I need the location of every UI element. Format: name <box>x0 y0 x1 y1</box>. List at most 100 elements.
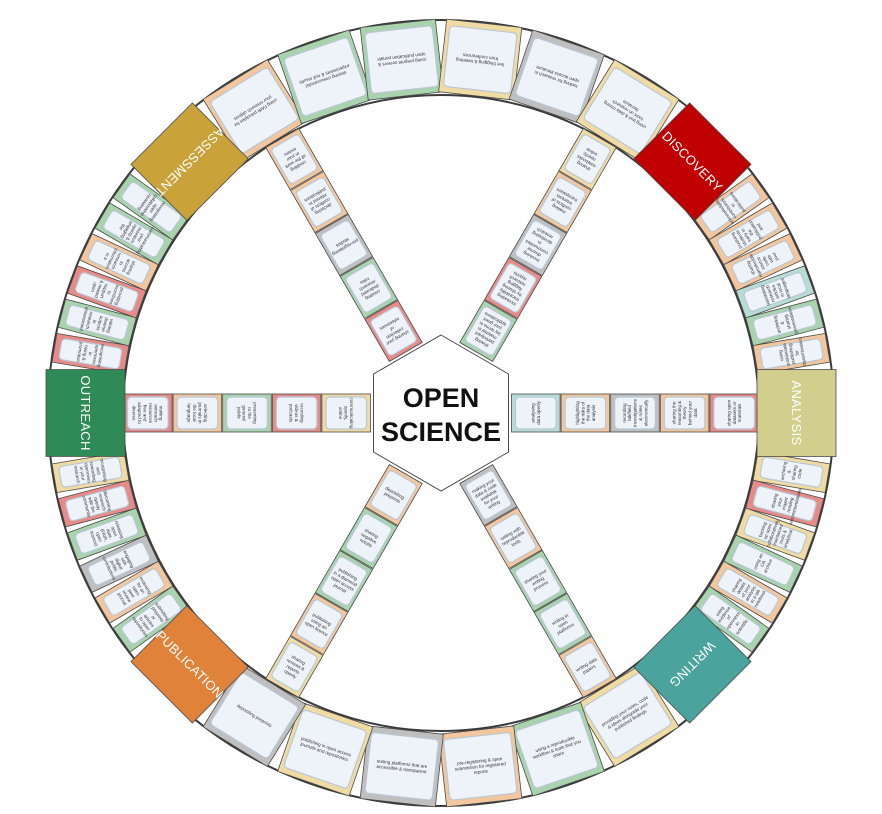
spoke-tile-card <box>539 599 586 649</box>
ring-tile-card <box>121 181 182 233</box>
ring-tile-card <box>443 25 518 94</box>
spoke-tile-text: highlightingthe risks ofthe dataanalysis <box>575 401 596 425</box>
spoke-tile: writing withreproducibletools <box>484 506 543 570</box>
ring-tile-text: translatingresearcharticlesin locallangu… <box>759 277 791 307</box>
ring-tile: translatingresearcharticlesin locallangu… <box>735 265 816 319</box>
ring-tile: archiving&sharingcode <box>752 451 831 494</box>
ring-tile-card <box>759 338 824 370</box>
ring-tile: reviewingfor anopenpeerreviewjournal <box>94 560 174 624</box>
ring-tile-card <box>283 37 367 117</box>
ring-tile-text: testing platforms that areaccessible & t… <box>376 758 428 774</box>
ring-tile-card <box>731 240 795 285</box>
center-title-line2: SCIENCE <box>381 417 501 447</box>
center-title-line1: OPEN <box>403 383 480 413</box>
ring-tile-card <box>75 514 139 554</box>
ring-tile-card <box>700 593 761 645</box>
spoke-tile: recordinglab/fieldinvestigations& notese… <box>610 393 660 433</box>
spoke-tile-text: writing withreproducibletools <box>498 525 528 552</box>
ring-tile: archiving&sharingpresentations <box>745 298 825 347</box>
corner-label: OUTREACH <box>78 375 93 450</box>
ring-tile: depositing preprints <box>202 664 307 768</box>
spoke-tile: pre-registeringstudies <box>314 213 374 277</box>
ring-tile-text: sharingreproduciblesourcecodewithyour <box>743 244 783 281</box>
spoke-tile: increasingtraceabilityby sharingflagging… <box>484 256 543 320</box>
ring-tile-card <box>121 593 182 645</box>
ring-tile-card <box>743 514 807 554</box>
corner-analysis: ANALYSIS <box>756 369 837 457</box>
spoke-tile-card <box>345 513 392 563</box>
spoke-tile: selectingjournals inthe locallanguage <box>172 393 223 433</box>
spoke-tile-text: recordinglab/fieldinvestigations& notese… <box>622 398 649 427</box>
corner-label: ANALYSIS <box>789 380 804 445</box>
ring-tile: using text & data miningtools on researc… <box>575 58 680 162</box>
spoke-tile: publishingusing anopen licence <box>290 592 349 656</box>
spoke-tile: making yourdata & codeavailablefor yourw… <box>459 464 518 527</box>
corner-outreach: OUTREACH <box>45 369 126 457</box>
spoke-tile-card <box>465 470 512 520</box>
spoke-tile: recordingvideos &podcasts <box>271 393 322 433</box>
corner-bg <box>633 102 752 221</box>
ring-tile: using anOAarchive <box>723 534 803 593</box>
corner-bg <box>45 369 126 457</box>
ring-tile: sharingdetailsof youranalysisin a labnot… <box>708 560 788 624</box>
spoke-tile: involvingdiversecommunitiesindevelopingr… <box>508 213 568 277</box>
spoke-tile-card <box>275 396 318 430</box>
corner-assessment: ASSESSMENT <box>130 102 249 221</box>
ring-tile: backingup opencollaborativelymaintainedt… <box>735 507 816 561</box>
corner-bg <box>756 369 837 457</box>
spoke-tile-text: selectingjournals inthe locallanguage <box>187 402 208 424</box>
spoke-tile-card <box>271 134 318 184</box>
ring-tile: sharing unsuccessfulexperiments & null r… <box>277 29 374 125</box>
center-hexagon <box>373 334 509 492</box>
spoke-tile-card <box>663 396 706 430</box>
ring-tile-card <box>752 485 817 522</box>
spoke-tile-text: makingoutreachresourcesfree andadapted t… <box>132 402 164 424</box>
spoke-tile-text: recordingvideos &podcasts <box>289 403 305 423</box>
ring-tile-card <box>103 210 165 258</box>
ring-tile: submittingpreprintsorarticlesto openrepo… <box>112 585 191 653</box>
spoke-tile: analysingdata openly <box>511 393 561 433</box>
spoke-tile-card <box>564 134 611 184</box>
spoke-tile-text: sharingparticipantmaterial inlay terms i… <box>469 311 507 351</box>
spoke-tracks: sharingnotebooksopenly,onlinemakingconfl… <box>123 127 759 699</box>
ring-tile-card <box>364 732 439 801</box>
spoke-tile-card <box>614 396 656 430</box>
ring-tile-card <box>283 709 367 789</box>
ring-tile: using a reproducibleworkflow & tools tha… <box>508 701 605 797</box>
corner-publication: PUBLICATION <box>130 605 249 724</box>
category-spaces: DISCOVERYANALYSISWRITINGPUBLICATIONOUTRE… <box>45 102 837 724</box>
ring-tile: discussingresearchopenlywith thecommunit… <box>57 479 137 528</box>
ring-tile: usingevidenceofopennessinscientific <box>691 585 770 653</box>
spoke-tile-card <box>325 396 368 430</box>
spoke-tile-text: making yourdata & codeavailablefor yourw… <box>471 477 506 513</box>
ring-tile-text: usingsustainablepublishingfordisseminati… <box>776 337 807 370</box>
ring-tile-card <box>752 304 817 341</box>
corner-bg <box>633 605 752 724</box>
ring-tile-card <box>515 37 599 117</box>
spoke-tile: creditingall the workin yourreview <box>265 127 324 191</box>
spoke-tile: presentingto thegeneralpublic <box>222 393 272 433</box>
ring-tile-card <box>583 67 672 154</box>
spoke-tile-card <box>296 599 343 649</box>
spoke-tile: sharing yourwritingprocess <box>508 549 568 613</box>
spoke-tile: sharing thereasoning &theorybehind yourd… <box>659 393 710 433</box>
spoke-tile-card <box>564 396 607 430</box>
spoke-tile: writing datapapers <box>558 635 617 699</box>
ring-tile: recognisingopencollaborativereviewing <box>112 173 191 241</box>
spoke-tile: declaringconflicts ofinterest inpublicat… <box>290 170 349 234</box>
spoke-tile-card <box>226 396 268 430</box>
ring-tile: engagingwithdigitalpubliccontributions <box>79 534 159 593</box>
ring-tile-card <box>759 456 824 488</box>
ring-tile: recognisingandrewardingopennessin yourre… <box>51 451 130 494</box>
spoke-tile-card <box>126 396 169 430</box>
spoke-tile-card <box>514 396 557 430</box>
ring-tile: testing platforms that areaccessible & t… <box>359 725 444 808</box>
corner-discovery: DISCOVERY <box>633 102 752 221</box>
ring-tile-text: using preprint servers &open publication… <box>376 52 426 68</box>
ring-tile: sharingreproduciblesourcecodewithyour <box>723 233 803 292</box>
ring-tile: sharingyourexpertreadingrecommendations <box>745 479 825 528</box>
ring-tile-card <box>75 272 139 312</box>
spoke-tile: sharingnotebooksopenly,online <box>558 127 617 191</box>
ring-tile-card <box>58 456 123 488</box>
